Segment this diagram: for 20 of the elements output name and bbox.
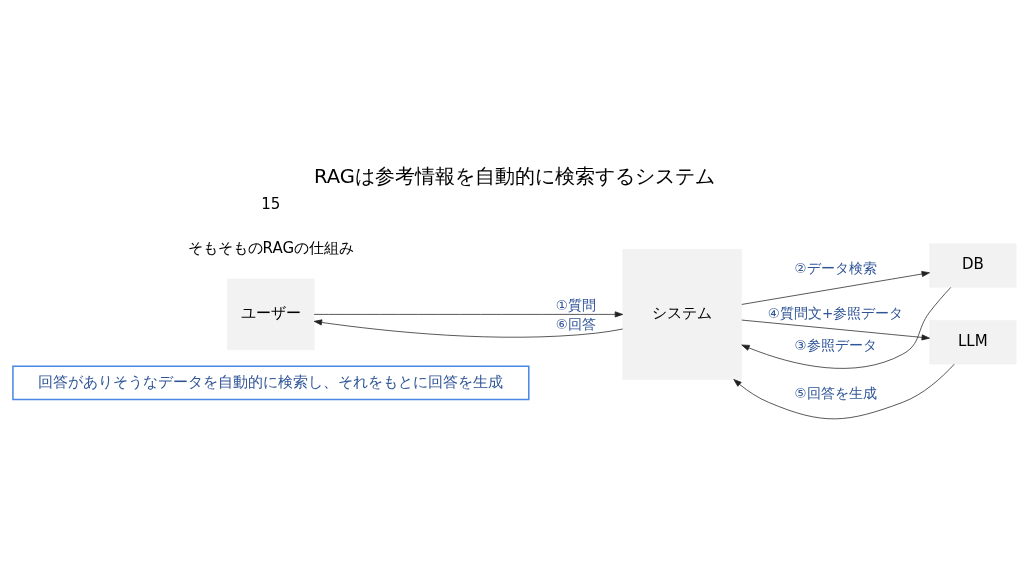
edge-label: ②データ検索 [794, 259, 877, 276]
node-box: LLM [928, 319, 1016, 364]
node-box: 回答がありそうなデータを自動的に検索し、それをもとに回答を生成 [11, 365, 530, 400]
arrow [313, 310, 623, 317]
label: 15 [260, 194, 280, 213]
edge-label: ④質問文+参照データ [767, 304, 903, 321]
node-box: ユーザー [226, 278, 314, 350]
arrow [740, 319, 930, 340]
arrow [732, 363, 955, 419]
edge-label: ①質問 [555, 296, 596, 313]
node-box: DB [928, 242, 1016, 288]
diagram-title: RAGは参考情報を自動的に検索するシステム [313, 164, 715, 188]
edge-label: ③参照データ [794, 336, 877, 353]
arrow [740, 270, 930, 305]
label: そもそものRAGの仕組み [187, 238, 354, 257]
node-box: システム [621, 248, 742, 380]
arrow [740, 286, 951, 369]
edge-label: ⑥回答 [555, 315, 596, 332]
edge-label: ⑤回答を生成 [794, 384, 877, 401]
arrow [313, 318, 623, 338]
